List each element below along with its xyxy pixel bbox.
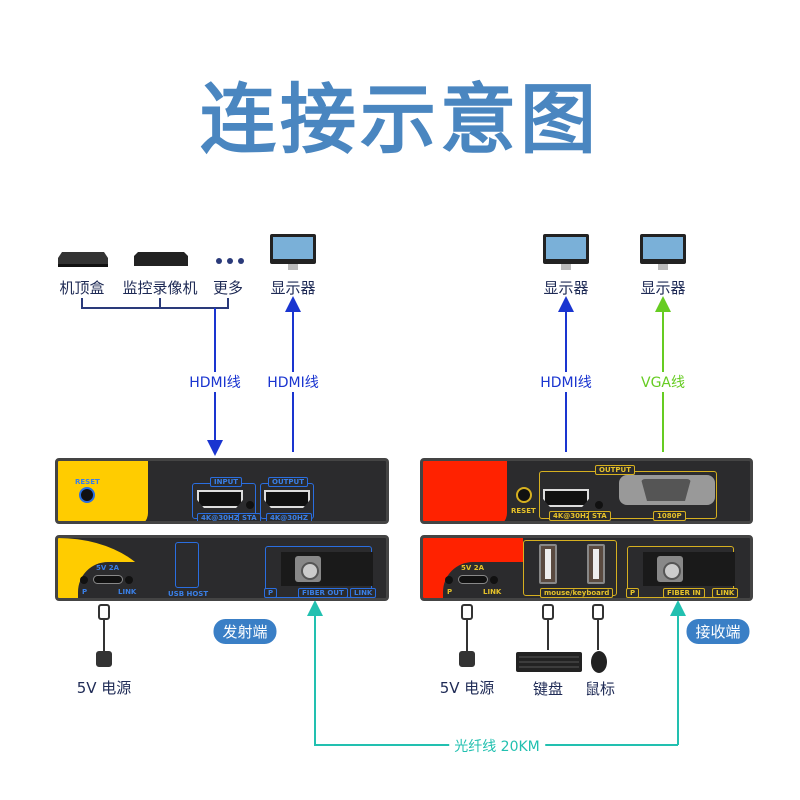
output-res-tag: 4K@30HZ (266, 513, 312, 521)
mouse-icon (591, 651, 607, 673)
hdmi-input-port[interactable] (197, 490, 243, 508)
usb-host-label: USB HOST (168, 590, 209, 598)
transmitter-badge: 发射端 (213, 619, 277, 644)
usb-mouse-port[interactable] (587, 544, 605, 584)
fiber-link-tag: LINK (350, 588, 377, 598)
rx-power-label: 5V 电源 (439, 679, 495, 697)
tx-input-cable-label: HDMI线 (187, 372, 243, 392)
fiber-out-port[interactable] (281, 552, 373, 586)
reset-label: RESET (511, 507, 536, 515)
rx-monitor2-label: 显示器 (640, 279, 686, 297)
power-spec: 5V 2A (96, 564, 120, 572)
fiber-in-tag: FIBER IN (663, 588, 705, 598)
power-cable-icon (96, 604, 604, 667)
page-title: 连接示意图 (200, 75, 600, 164)
fiber-p-tag: P (264, 588, 278, 598)
hdmi-output-port[interactable] (543, 489, 589, 507)
vga-res-tag: 1080P (653, 511, 686, 521)
nvr-icon (134, 252, 188, 266)
usb-keyboard-port[interactable] (539, 544, 557, 584)
keyboard-icon (516, 652, 582, 672)
rx-hdmi-cable-label: HDMI线 (538, 372, 594, 392)
more-icon (216, 258, 244, 264)
source-more-label: 更多 (212, 279, 244, 297)
hdmi-output-port[interactable] (264, 490, 310, 508)
output-tag: OUTPUT (595, 465, 635, 475)
vga-output-port[interactable] (619, 475, 715, 505)
reset-button[interactable] (516, 487, 532, 503)
usb-host-port[interactable] (175, 542, 199, 588)
receiver-badge: 接收端 (686, 619, 750, 644)
tx-power-label: 5V 电源 (76, 679, 132, 697)
fiber-p-tag: P (626, 588, 640, 598)
sta-tag: STA (588, 511, 611, 521)
input-tag: INPUT (210, 477, 243, 487)
rx-vga-cable-label: VGA线 (638, 372, 688, 392)
tx-output-cable-label: HDMI线 (265, 372, 321, 392)
sta-led (246, 501, 254, 509)
fiber-cable-label: 光纤线 20KM (449, 736, 545, 756)
rx-monitor1-label: 显示器 (543, 279, 589, 297)
mouse-label: 鼠标 (584, 680, 616, 698)
output-tag: OUTPUT (268, 477, 308, 487)
fiber-in-port[interactable] (643, 552, 735, 586)
input-res-tag: 4K@30HZ (197, 513, 243, 521)
keyboard-label: 键盘 (532, 680, 564, 698)
source-nvr-label: 监控录像机 (122, 279, 198, 297)
reset-button[interactable] (79, 487, 95, 503)
p-label: P (447, 588, 453, 596)
source-stb-label: 机顶盒 (59, 279, 105, 297)
reset-label: RESET (75, 478, 100, 486)
power-spec: 5V 2A (461, 564, 485, 572)
p-label: P (82, 588, 88, 596)
receiver-back-panel: 5V 2A P LINK mouse/keyboard P FIBER IN L… (420, 535, 753, 601)
usb-tag: mouse/keyboard (540, 588, 614, 598)
sta-tag: STA (238, 513, 261, 521)
usb-c-power-port[interactable] (458, 575, 488, 584)
tx-monitor-label: 显示器 (270, 279, 316, 297)
receiver-front-panel: RESET OUTPUT 4K@30HZ STA 1080P (420, 458, 753, 524)
source-bracket (81, 298, 229, 309)
usb-c-power-port[interactable] (93, 575, 123, 584)
monitor-icon (270, 234, 686, 270)
fiber-out-tag: FIBER OUT (298, 588, 348, 598)
set-top-box-icon (58, 252, 108, 267)
link-label: LINK (483, 588, 502, 596)
transmitter-back-panel: 5V 2A P LINK USB HOST P FIBER OUT LINK (55, 535, 389, 601)
link-label: LINK (118, 588, 137, 596)
transmitter-front-panel: RESET INPUT OUTPUT 4K@30HZ STA 4K@30HZ (55, 458, 389, 524)
fiber-link-tag: LINK (712, 588, 739, 598)
